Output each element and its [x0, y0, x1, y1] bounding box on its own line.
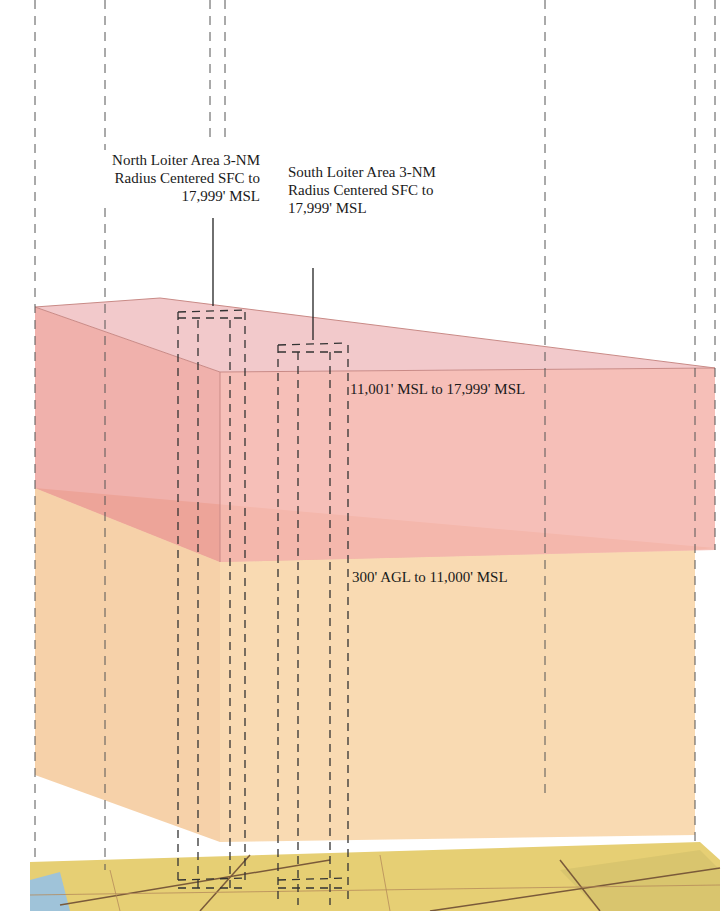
upper-layer-front — [220, 368, 715, 562]
map-lines — [60, 855, 720, 911]
map-grid — [30, 855, 720, 911]
upper-layer-top — [35, 298, 715, 372]
altitude-label: 11,001' MSL to 17,999' MSL — [350, 380, 680, 398]
layer-edges — [35, 298, 715, 562]
map-water — [30, 872, 70, 911]
altitude-band: 300' AGL to 11,000' MSL — [352, 568, 672, 608]
lower-layer-front — [220, 550, 695, 842]
callout-label: North Loiter Area 3-NM Radius Centered S… — [88, 150, 262, 206]
north-loiter-cylinder — [178, 310, 245, 888]
altitude-band: 11,001' MSL to 17,999' MSL — [350, 380, 680, 420]
altitude-label: 300' AGL to 11,000' MSL — [352, 568, 672, 586]
south-loiter-cylinder — [278, 343, 348, 905]
sectional-map — [30, 842, 720, 911]
callout-label: South Loiter Area 3-NM Radius Centered S… — [286, 162, 460, 218]
projection-lines — [35, 0, 715, 870]
leader-line — [312, 268, 313, 340]
leader-line — [212, 218, 213, 306]
